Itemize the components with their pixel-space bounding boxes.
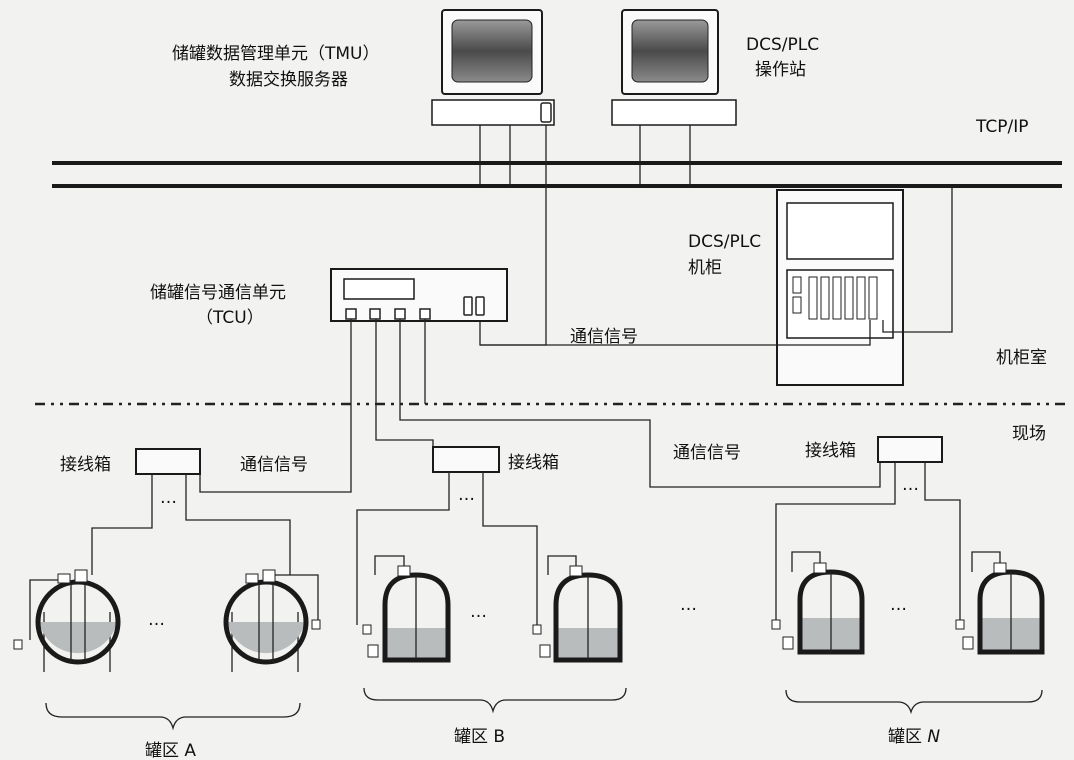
jbox-b-wire-right: [482, 472, 538, 625]
area-b-brace: [363, 687, 627, 714]
area-a-label: 罐区 A: [145, 741, 196, 760]
junction-box-n-ellipsis: …: [902, 475, 919, 495]
tcu-unit: [330, 268, 508, 322]
area-n-brace: [785, 689, 1043, 715]
cabinet-to-bus-link: [882, 186, 953, 333]
comm-signal-label-upper: 通信信号: [570, 327, 638, 347]
jbox-b-wire-left: [356, 472, 450, 625]
jbox-n-wire-right: [924, 462, 961, 620]
vertical-tank-n1: [771, 551, 865, 655]
tank-a-ellipsis: …: [148, 610, 165, 630]
vertical-tank-n2: [955, 551, 1045, 655]
junction-box-b-ellipsis: …: [458, 485, 475, 505]
junction-box-a-label: 接线箱: [60, 455, 111, 475]
horizontal-tank-a1: [13, 569, 121, 672]
area-n-label: 罐区 N: [888, 727, 940, 747]
vertical-tank-b2: [532, 555, 623, 663]
comm-signal-label-b: 通信信号: [673, 443, 741, 463]
junction-box-n-label: 接线箱: [805, 441, 856, 461]
horizontal-tank-a2: [223, 569, 321, 672]
area-n-label-prefix: 罐区: [888, 727, 927, 747]
area-n-label-italic: N: [927, 727, 940, 747]
area-b-label: 罐区 B: [454, 727, 505, 747]
junction-box-a: [135, 448, 201, 475]
dcs-station-label-line2: 操作站: [755, 60, 806, 80]
tmu-server-computer: [431, 9, 555, 186]
dcs-operator-station-computer: [611, 9, 737, 186]
tcu-label-line1: 储罐信号通信单元: [150, 283, 286, 303]
dcs-cabinet-label-line2: 机柜: [688, 258, 722, 278]
tcu-to-jbox-n-link: [399, 319, 881, 488]
dcs-cabinet-label-line1: DCS/PLC: [688, 232, 761, 252]
tcu-label-line2: （TCU）: [196, 308, 264, 328]
tcpip-label: TCP/IP: [975, 117, 1029, 137]
tcu-to-jbox-a-link: [199, 319, 352, 493]
jbox-a-wire-left: [91, 474, 153, 575]
tmu-label-line1: 储罐数据管理单元（TMU）: [172, 44, 380, 64]
jbox-n-wire-left: [775, 462, 896, 620]
control-room-label: 机柜室: [996, 348, 1047, 368]
tmu-label-line2: 数据交换服务器: [229, 70, 348, 90]
vertical-tank-b1: [362, 555, 451, 663]
junction-box-n: [877, 436, 943, 463]
tank-n-ellipsis: …: [890, 595, 907, 615]
comm-signal-label-a: 通信信号: [240, 455, 308, 475]
tcu-to-cabinet-link: [480, 320, 871, 346]
junction-box-b: [432, 446, 500, 473]
tank-b-ellipsis: …: [470, 602, 487, 622]
area-a-brace: [45, 702, 301, 731]
junction-box-b-label: 接线箱: [508, 453, 559, 473]
dcs-station-label-line1: DCS/PLC: [746, 35, 819, 55]
area-gap-ellipsis: …: [680, 595, 697, 615]
dcs-plc-cabinet: [776, 189, 904, 386]
jbox-a-wire-right: [185, 474, 291, 575]
field-label: 现场: [1012, 424, 1046, 444]
junction-box-a-ellipsis: …: [160, 488, 177, 508]
